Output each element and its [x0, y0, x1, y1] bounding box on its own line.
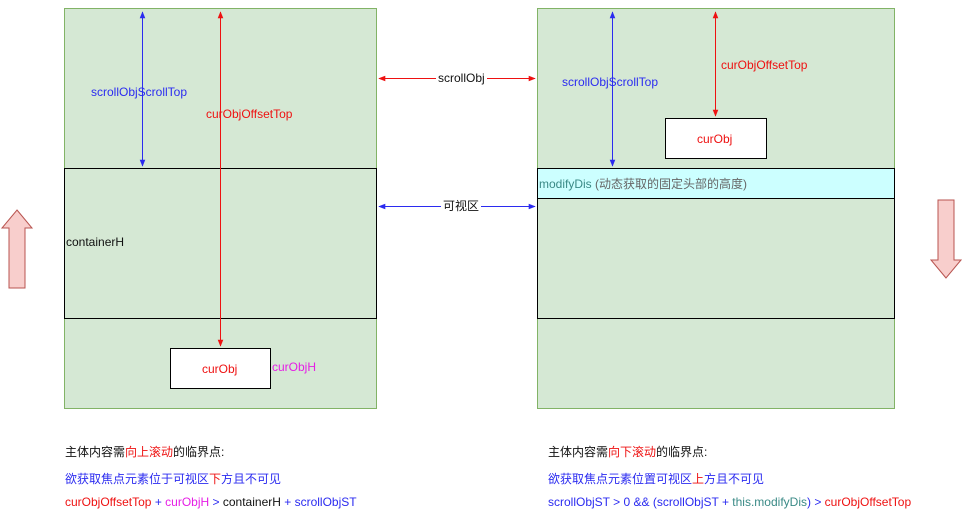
formula-term: curObjOffsetTop — [824, 495, 912, 509]
formula-term: scrollObjST > 0 && (scrollObjST + — [548, 495, 733, 509]
note-highlight: 向下滚动 — [608, 445, 657, 459]
right-note-line-1: 主体内容需向下滚动的临界点: — [548, 445, 707, 459]
left-container-label: containerH — [66, 235, 125, 249]
formula-term: this.modifyDis — [732, 495, 807, 509]
note-text: 的临界点: — [173, 445, 225, 459]
visible-area-label: 可视区 — [441, 199, 482, 213]
note-text: 主体内容需 — [548, 445, 609, 459]
note-highlight: 上 — [692, 472, 705, 486]
scroll-obj-label: scrollObj — [436, 71, 487, 85]
modify-dis-desc: (动态获取的固定头部的高度) — [591, 177, 748, 191]
formula-term: curObjH — [165, 495, 210, 509]
left-offset-top-label: curObjOffsetTop — [206, 107, 293, 121]
note-highlight: 向上滚动 — [125, 445, 174, 459]
scroll-up-arrow-icon — [0, 209, 34, 289]
modify-dis-name: modifyDis — [539, 177, 592, 191]
note-text: 欲获取焦点元素位置可视区 — [548, 472, 693, 486]
right-cur-obj-label: curObj — [697, 132, 733, 146]
scroll-down-arrow-icon — [929, 199, 962, 279]
note-text: 的临界点: — [656, 445, 708, 459]
left-note-line-2: 欲获取焦点元素位于可视区下方且不可见 — [65, 472, 281, 486]
note-highlight: 下 — [209, 472, 222, 486]
formula-op: > — [209, 495, 223, 509]
note-text: 主体内容需 — [65, 445, 126, 459]
right-note-formula: scrollObjST > 0 && (scrollObjST + this.m… — [548, 495, 911, 509]
formula-op: ) > — [806, 495, 825, 509]
formula-term: containerH — [222, 495, 281, 509]
right-modify-dis-label: modifyDis (动态获取的固定头部的高度) — [539, 177, 747, 191]
formula-op: + — [151, 495, 166, 509]
note-text: 欲获取焦点元素位于可视区 — [65, 472, 210, 486]
formula-term: + scrollObjST — [280, 495, 357, 509]
note-text: 方且不可见 — [704, 472, 765, 486]
right-cur-obj-box — [665, 118, 767, 159]
left-cur-obj-label: curObj — [202, 362, 238, 376]
left-cur-obj-h-label: curObjH — [272, 360, 317, 374]
formula-term: curObjOffsetTop — [65, 495, 152, 509]
right-note-line-2: 欲获取焦点元素位置可视区上方且不可见 — [548, 472, 764, 486]
left-note-line-1: 主体内容需向上滚动的临界点: — [65, 445, 224, 459]
left-scroll-top-label: scrollObjScrollTop — [91, 85, 188, 99]
right-scroll-top-label: scrollObjScrollTop — [562, 75, 659, 89]
left-cur-obj-box — [170, 348, 271, 389]
left-note-formula: curObjOffsetTop + curObjH > containerH +… — [65, 495, 357, 509]
right-modify-dis-bar — [537, 168, 895, 199]
right-offset-top-label: curObjOffsetTop — [721, 58, 808, 72]
note-text: 方且不可见 — [221, 472, 282, 486]
